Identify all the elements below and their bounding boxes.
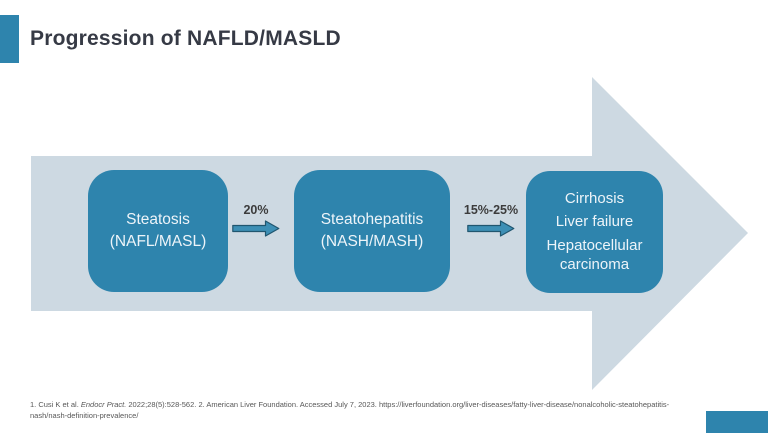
stage-label: Cirrhosis Liver failure Hepatocellular c…	[534, 185, 655, 280]
transition-percentage-label: 20%	[243, 203, 269, 217]
transition-percentage-label: 15%-25%	[463, 203, 519, 217]
slide-title: Progression of NAFLD/MASLD	[30, 27, 341, 50]
stage-label: Steatosis (NAFL/MASL)	[110, 209, 206, 252]
stage-label-line: Steatohepatitis	[320, 211, 424, 229]
accent-bar-bottom-right	[706, 411, 768, 433]
citation-text: 1. Cusi K et al. Endocr Pract. 2022;28(5…	[30, 400, 678, 422]
citation-ref1-prefix: 1. Cusi K et al.	[30, 400, 81, 409]
citation-ref1-suffix: 2022;28(5):528-562.	[126, 400, 197, 409]
stage-label-line: Hepatocellular carcinoma	[546, 237, 643, 273]
stage-box-steatosis: Steatosis (NAFL/MASL)	[88, 170, 228, 292]
right-arrow-icon	[467, 220, 515, 237]
right-arrow-icon	[232, 220, 280, 237]
stage-label: Steatohepatitis (NASH/MASH)	[321, 209, 424, 252]
stage-label-line: Liver failure	[555, 213, 634, 231]
transition-nash-to-cirrhosis: 15%-25%	[454, 203, 528, 237]
citation-journal-name: Endocr Pract.	[80, 400, 127, 409]
stage-label-line: (NASH/MASH)	[320, 233, 424, 250]
citation-ref2: 2. American Liver Foundation. Accessed J…	[30, 400, 670, 420]
transition-steatosis-to-nash: 20%	[229, 203, 283, 237]
stage-label-line: (NAFL/MASL)	[109, 233, 207, 250]
stage-box-steatohepatitis: Steatohepatitis (NASH/MASH)	[294, 170, 450, 292]
stage-label-line: Cirrhosis	[564, 189, 625, 207]
accent-bar-top-left	[0, 15, 19, 63]
stage-box-advanced-disease: Cirrhosis Liver failure Hepatocellular c…	[526, 171, 663, 293]
stage-label-line: Steatosis	[126, 211, 190, 229]
